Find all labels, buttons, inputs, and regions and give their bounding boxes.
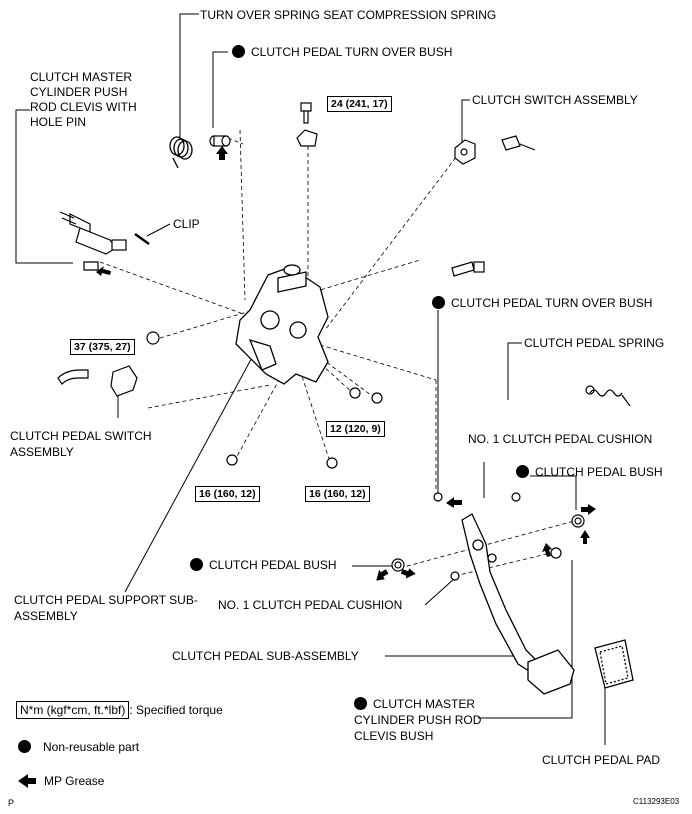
leader-cushion-left (424, 577, 456, 606)
figure-code: C113293E03 (633, 797, 680, 806)
torque-12: 12 (120, 9) (326, 421, 385, 437)
non-reusable-icon (18, 740, 31, 753)
legend-mp-grease: MP Grease (44, 774, 105, 788)
label-pedal-sub-assembly: CLUTCH PEDAL SUB-ASSEMBLY (172, 649, 359, 663)
leader-clip (146, 223, 171, 237)
non-reusable-icon (432, 296, 445, 309)
label-text: CLUTCH PEDAL BUSH (535, 465, 663, 479)
torque-16-left: 16 (160, 12) (195, 486, 260, 502)
label-clip: CLIP (173, 217, 200, 231)
turn-over-spring-shape (169, 136, 193, 169)
label-text: CLUTCH PEDAL TURN OVER BUSH (451, 296, 653, 310)
legend-non-reusable-text: Non-reusable part (43, 740, 140, 754)
label-master-cylinder-clevis: CLUTCH MASTER CYLINDER PUSH ROD CLEVIS W… (30, 70, 137, 129)
non-reusable-icon (232, 45, 245, 58)
torque-24: 24 (241, 17) (327, 96, 392, 112)
legend-torque-box: N*m (kgf*cm, ft.*lbf) (16, 701, 130, 719)
leader-pedal-bush-right (530, 475, 577, 510)
pedal-arm (461, 513, 575, 695)
label-pedal-pad: CLUTCH PEDAL PAD (542, 753, 661, 767)
label-text: CLUTCH PEDAL TURN OVER BUSH (251, 45, 453, 59)
torque-37: 37 (375, 27) (70, 339, 135, 355)
label-text: CLUTCH PEDAL BUSH (209, 558, 337, 572)
label-pedal-spring: CLUTCH PEDAL SPRING (524, 336, 665, 350)
non-reusable-icon (516, 465, 529, 478)
support-bracket (235, 264, 329, 385)
label-clutch-switch-assembly: CLUTCH SWITCH ASSEMBLY (472, 93, 638, 107)
leader-clutch-switch (461, 99, 470, 143)
leader-support (124, 351, 256, 593)
pedal-pad-shape (594, 639, 634, 689)
leader-turn-over-bush-top (212, 51, 228, 128)
non-reusable-icon (190, 558, 203, 571)
leader-clevis-bush (478, 560, 573, 719)
label-pedal-bush-left: CLUTCH PEDAL BUSH (190, 558, 337, 572)
label-turn-over-bush-top: CLUTCH PEDAL TURN OVER BUSH (232, 45, 452, 59)
label-turn-over-spring: TURN OVER SPRING SEAT COMPRESSION SPRING (200, 8, 497, 22)
label-turn-over-bush-right: CLUTCH PEDAL TURN OVER BUSH (432, 296, 652, 310)
leader-turn-over-spring (179, 13, 199, 140)
footer-p: P (8, 798, 15, 808)
leader-clevis (15, 109, 73, 264)
label-support-sub-assembly: CLUTCH PEDAL SUPPORT SUB-ASSEMBLY (14, 593, 198, 623)
label-pedal-switch-assembly: CLUTCH PEDAL SWITCH ASSEMBLY (10, 429, 152, 459)
leader-pedal-spring (507, 342, 522, 400)
label-text: CLUTCH MASTER CYLINDER PUSH ROD CLEVIS B… (354, 697, 482, 743)
grease-legend-arrow (18, 774, 36, 788)
label-cushion-right: NO. 1 CLUTCH PEDAL CUSHION (468, 432, 653, 446)
torque-16-right: 16 (160, 12) (305, 486, 370, 502)
label-cushion-left: NO. 1 CLUTCH PEDAL CUSHION (218, 598, 403, 612)
non-reusable-icon (354, 697, 367, 710)
legend-non-reusable: Non-reusable part (18, 740, 139, 754)
legend-torque-text: : Specified torque (129, 703, 223, 717)
legend-torque: N*m (kgf*cm, ft.*lbf): Specified torque (16, 701, 223, 719)
label-pedal-bush-right: CLUTCH PEDAL BUSH (516, 465, 663, 479)
label-clevis-bush: CLUTCH MASTER CYLINDER PUSH ROD CLEVIS B… (354, 696, 504, 744)
